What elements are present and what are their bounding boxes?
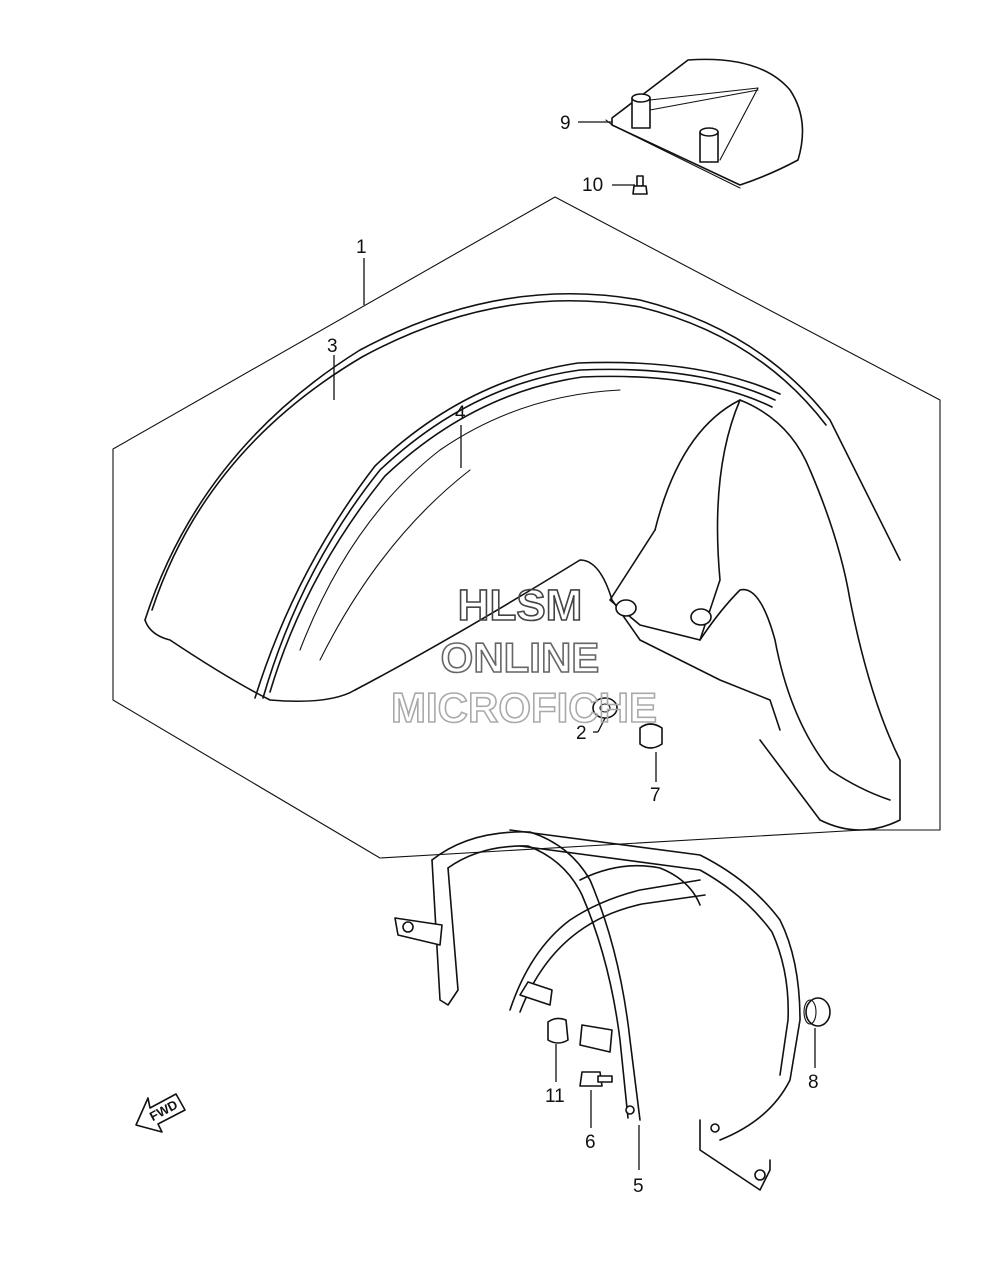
bolt-part-10[interactable] — [632, 175, 648, 195]
part-label-6[interactable]: 6 — [585, 1132, 596, 1153]
plate-part-9[interactable] — [605, 58, 804, 189]
nut-part-7[interactable] — [639, 723, 663, 749]
part-label-2[interactable]: 2 — [576, 723, 587, 744]
watermark: HLSM ONLINE MICROFICHE — [390, 580, 658, 732]
watermark-line-2: ONLINE — [441, 634, 600, 681]
leader-lines — [333, 121, 816, 1170]
part-label-4[interactable]: 4 — [455, 403, 466, 424]
part-label-8[interactable]: 8 — [808, 1072, 819, 1093]
part-labels: 1 2 3 4 5 6 7 8 9 10 11 — [327, 113, 819, 1197]
front-fender-part-1[interactable] — [144, 293, 901, 831]
part-label-10[interactable]: 10 — [582, 175, 603, 196]
forward-arrow-icon: FWD — [135, 1093, 186, 1133]
part-label-9[interactable]: 9 — [560, 113, 571, 134]
part-label-11[interactable]: 11 — [545, 1086, 565, 1107]
part-label-5[interactable]: 5 — [633, 1176, 644, 1197]
watermark-line-3: MICROFICHE — [391, 684, 657, 731]
cushion-part-11[interactable] — [547, 1017, 569, 1044]
bolt-part-6[interactable] — [579, 1071, 613, 1087]
watermark-line-1: HLSM — [458, 581, 583, 630]
part-label-1[interactable]: 1 — [356, 237, 367, 258]
plug-part-8[interactable] — [803, 997, 831, 1027]
part-label-7[interactable]: 7 — [650, 785, 661, 806]
part-label-3[interactable]: 3 — [327, 336, 338, 357]
bracket-part-5[interactable] — [394, 829, 801, 1191]
